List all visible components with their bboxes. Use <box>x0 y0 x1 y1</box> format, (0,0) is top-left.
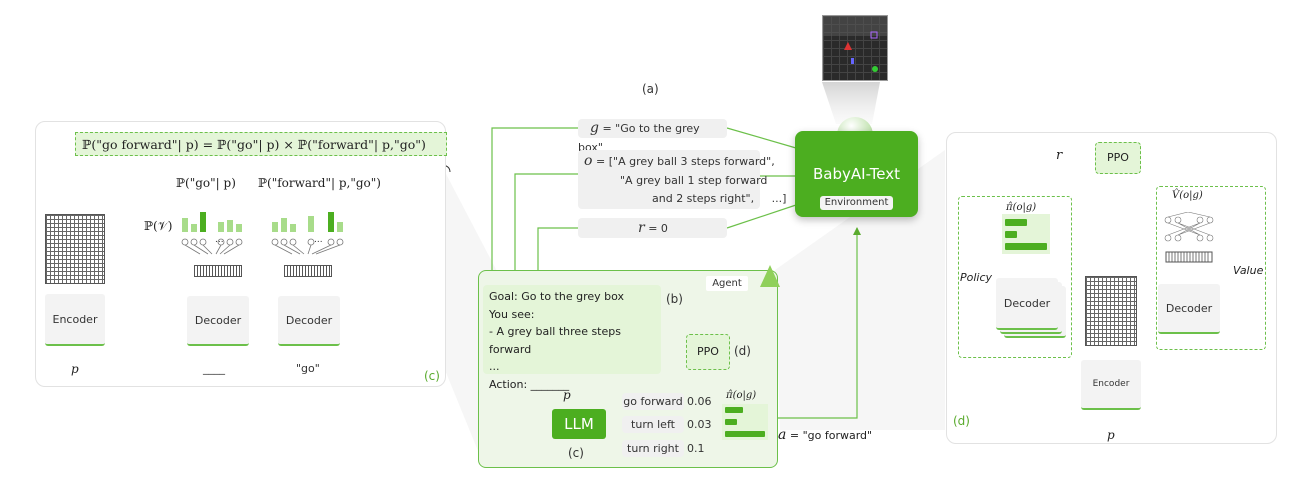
agent-cone <box>760 265 780 287</box>
d-policy-label: Policy <box>960 271 993 284</box>
c-decoder-1: Decoder <box>187 296 249 346</box>
d-policy-region <box>958 196 1072 358</box>
action-output-text: = "go forward" <box>789 429 873 442</box>
c-prob-go: ℙ("go"| p) <box>176 176 236 190</box>
r-arrow <box>534 227 578 279</box>
c-panel-label: (c) <box>424 369 440 383</box>
d-ppo-box[interactable]: PPO <box>1095 142 1141 174</box>
d-r-label: r <box>1056 148 1063 163</box>
action-turn-left-label: turn left <box>631 418 675 431</box>
c-ellipsis-2: ... <box>314 235 323 245</box>
action-turn-right: turn right <box>622 440 684 457</box>
prompt-dots: ... <box>489 360 500 373</box>
d-p-label: p <box>1107 428 1115 442</box>
env-to-r-line <box>726 204 797 229</box>
ppo-box-agent[interactable]: PPO <box>686 334 730 370</box>
c-ellipsis-1: ... <box>215 235 224 245</box>
env-grid-image <box>822 15 888 81</box>
pi-bar-right <box>725 431 765 437</box>
reward-box: r = 0 <box>578 218 727 238</box>
environment-title: BabyAI-Text <box>813 165 900 183</box>
obs-line-1: = ["A grey ball 3 steps forward", <box>596 155 775 168</box>
c-p-label: p <box>71 362 79 376</box>
obs-line-2: "A grey ball 1 step forward <box>620 174 768 187</box>
c-blank-label: ____ <box>203 362 225 375</box>
d-value-label: Value <box>1233 264 1264 277</box>
d-value-region <box>1156 186 1266 350</box>
d-v-label: V̂(o|g) <box>1172 190 1203 201</box>
prompt-goal: Goal: Go to the grey box <box>489 290 625 303</box>
c-go-label: "go" <box>296 362 320 375</box>
label-d-agent: (d) <box>734 344 751 358</box>
d-pi-bar-1 <box>1005 219 1027 226</box>
prompt-you-see: You see: <box>489 307 535 321</box>
action-arrow <box>770 227 861 419</box>
env-to-g-line <box>726 127 797 149</box>
label-b: (b) <box>666 292 683 306</box>
action-go-forward-label: go forward <box>623 395 683 408</box>
environment-subtitle: Environment <box>820 196 893 210</box>
action-turn-right-label: turn right <box>627 442 679 455</box>
action-output: a = "go forward" <box>778 427 872 443</box>
obs-symbol: o <box>584 153 593 169</box>
agent-label: Agent <box>706 276 748 291</box>
pi-label-agent: π̂(o|g) <box>726 390 757 401</box>
d-decoder-left: Decoder <box>996 278 1058 330</box>
prompt-item: - A grey ball three steps forward <box>489 325 621 356</box>
o-arrow <box>511 173 578 279</box>
c-decoder-2: Decoder <box>278 296 340 346</box>
d-encoder: Encoder <box>1081 360 1141 410</box>
hidden-state-1 <box>194 265 242 277</box>
vocab-bars-step2 <box>272 212 343 232</box>
d-pi-label: π̂(o|g) <box>1006 202 1037 213</box>
c-prob-forward: ℙ("forward"| p,"go") <box>258 176 381 190</box>
goal-box: g = "Go to the grey box" <box>578 119 727 154</box>
prompt-box: Goal: Go to the grey box You see: - A gr… <box>483 285 661 391</box>
c-vocab-label: ℙ(𝒱) <box>144 219 173 233</box>
prob-turn-left: 0.03 <box>687 418 712 431</box>
pi-bar-left <box>725 419 737 425</box>
reward-text: = 0 <box>648 222 668 235</box>
c-encoder: Encoder <box>45 294 105 346</box>
zoom-beam-d <box>775 150 945 430</box>
d-value-mlp <box>1164 212 1214 263</box>
goal-symbol: g <box>590 120 599 136</box>
obs-line-3: and 2 steps right", ...] <box>652 192 787 205</box>
p-label-agent: p <box>563 388 571 402</box>
action-go-forward: go forward <box>622 393 684 410</box>
d-panel-label: (d) <box>953 414 970 428</box>
prob-turn-right: 0.1 <box>687 442 705 455</box>
action-symbol: a <box>778 427 787 443</box>
action-turn-left: turn left <box>622 416 684 433</box>
prompt-action: Action: _______ <box>489 377 570 391</box>
environment-box[interactable]: BabyAI-Text Environment <box>795 131 918 217</box>
label-a: (a) <box>642 82 659 96</box>
prob-go-forward: 0.06 <box>687 395 712 408</box>
vocab-bars-step1 <box>182 212 242 232</box>
d-decoder-right: Decoder <box>1158 284 1220 334</box>
c-equation: ℙ("go forward"| p) = ℙ("go"| p) × ℙ("for… <box>75 132 447 156</box>
d-encoder-matrix <box>1085 276 1137 346</box>
reward-symbol: r <box>638 220 645 236</box>
encoder-matrix-c <box>45 214 105 284</box>
hidden-state-2 <box>284 265 332 277</box>
label-c-agent: (c) <box>568 446 584 460</box>
g-arrow <box>488 127 578 279</box>
llm-box[interactable]: LLM <box>552 409 606 439</box>
pi-bars-agent <box>722 404 768 440</box>
d-pi-bar-2 <box>1005 231 1017 238</box>
d-pi-bar-3 <box>1005 243 1047 250</box>
pi-bar-forward <box>725 407 743 413</box>
observation-box: o = ["A grey ball 3 steps forward", "A g… <box>578 150 786 209</box>
d-pi-bars <box>1002 214 1050 254</box>
env-beam <box>822 82 880 124</box>
vocab-distributions <box>181 212 344 255</box>
